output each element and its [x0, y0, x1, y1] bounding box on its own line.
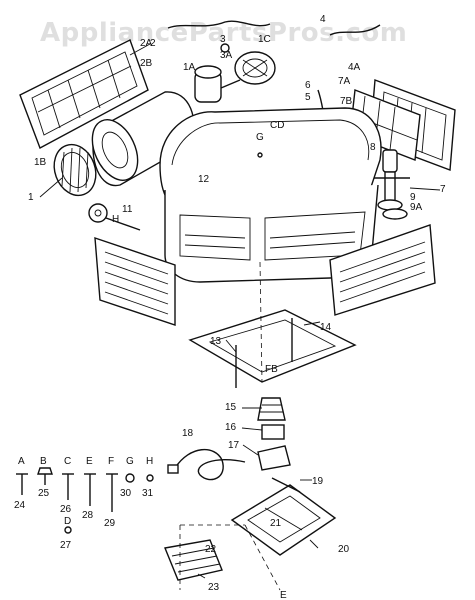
- callout-FB: FB: [265, 364, 278, 375]
- part-9-pump[interactable]: [370, 149, 410, 211]
- callout-2B: 2B: [140, 58, 153, 69]
- part-9A-clip[interactable]: [382, 208, 408, 220]
- callout-11: 11: [122, 204, 133, 215]
- callout-1C: 1C: [258, 34, 271, 45]
- part-2-side-grille-left[interactable]: [19, 39, 149, 149]
- part-grille-front-left[interactable]: [94, 236, 176, 326]
- part-17-bracket[interactable]: [257, 445, 291, 471]
- callout-12: 12: [198, 174, 210, 185]
- part-1A-blower-motor[interactable]: [194, 65, 241, 103]
- hw-letter-D: D: [64, 516, 71, 527]
- hw-letter-B: B: [40, 456, 47, 467]
- hw-number-29: 29: [104, 518, 116, 529]
- dashed-duct-guide: [179, 524, 281, 591]
- callout-18: 18: [182, 428, 194, 439]
- callout-9A: 9A: [410, 202, 423, 213]
- part-8-cabinet-body[interactable]: [164, 152, 379, 283]
- callout-4A: 4A: [348, 62, 361, 73]
- callout-8: 8: [370, 142, 376, 153]
- callout-2A: 2A: [140, 38, 153, 49]
- callout-13: 13: [210, 336, 222, 347]
- hw-letter-C: C: [64, 456, 71, 467]
- hw-number-26: 26: [60, 504, 72, 515]
- part-3-wire[interactable]: [167, 20, 271, 53]
- part-18-power-cord[interactable]: [167, 448, 246, 481]
- hardware-labels: A 24 B 25 C 26 D 27 E 28 F 29 G 30 H 31: [14, 456, 154, 551]
- hw-number-28: 28: [82, 510, 94, 521]
- part-16-adapter[interactable]: [261, 424, 285, 440]
- callout-3: 3: [220, 34, 226, 45]
- callout-4: 4: [320, 14, 326, 25]
- hw-letter-G: G: [126, 456, 134, 467]
- part-1B-blower-wheel[interactable]: [47, 139, 102, 202]
- callout-2: 2: [150, 38, 156, 49]
- hw-number-24: 24: [14, 500, 26, 511]
- callout-21: 21: [270, 518, 282, 529]
- callout-E: E: [280, 590, 287, 600]
- leader-lines: [39, 43, 441, 579]
- part-grille-front-right[interactable]: [329, 224, 436, 316]
- callout-1A: 1A: [183, 62, 196, 73]
- callout-CD: CD: [270, 120, 284, 131]
- callout-19: 19: [312, 476, 324, 487]
- hw-number-27: 27: [60, 540, 72, 551]
- part-13-corner-post[interactable]: [235, 261, 293, 388]
- callout-20: 20: [338, 544, 350, 555]
- part-20-ceiling-register[interactable]: [230, 484, 337, 556]
- hw-number-31: 31: [142, 488, 154, 499]
- callout-1: 1: [28, 192, 34, 203]
- part-19-register-clip[interactable]: [271, 477, 301, 493]
- callout-labels: 1 1A 1B 1C 2 2A 2B 3 3A 4 4A 5 6 7 7A 7B…: [28, 14, 446, 600]
- callout-16: 16: [225, 422, 237, 433]
- hw-letter-F: F: [108, 456, 114, 467]
- hw-number-25: 25: [38, 488, 50, 499]
- callout-14: 14: [320, 322, 332, 333]
- callout-H: H: [112, 214, 119, 225]
- hw-number-30: 30: [120, 488, 132, 499]
- hw-letter-E: E: [86, 456, 93, 467]
- part-1C-blower-wheel[interactable]: [234, 51, 276, 85]
- callout-G: G: [256, 132, 264, 143]
- hw-letter-A: A: [18, 456, 25, 467]
- callout-3A: 3A: [220, 50, 233, 61]
- callout-17: 17: [228, 440, 240, 451]
- part-22-filter-pad[interactable]: [164, 539, 223, 581]
- callout-23: 23: [208, 582, 220, 593]
- callout-15: 15: [225, 402, 237, 413]
- callout-5: 5: [305, 92, 311, 103]
- part-15-bellows[interactable]: [257, 397, 286, 421]
- callout-6: 6: [305, 80, 311, 91]
- part-11-float-switch[interactable]: [88, 203, 141, 231]
- callout-22: 22: [205, 544, 217, 555]
- callout-7B: 7B: [340, 96, 353, 107]
- hw-letter-H: H: [146, 456, 153, 467]
- callout-7A: 7A: [338, 76, 351, 87]
- callout-1B: 1B: [34, 157, 47, 168]
- part-14-base-frame[interactable]: [188, 309, 357, 383]
- callout-9: 9: [410, 192, 416, 203]
- hardware-screws[interactable]: [16, 467, 154, 534]
- callout-7: 7: [440, 184, 446, 195]
